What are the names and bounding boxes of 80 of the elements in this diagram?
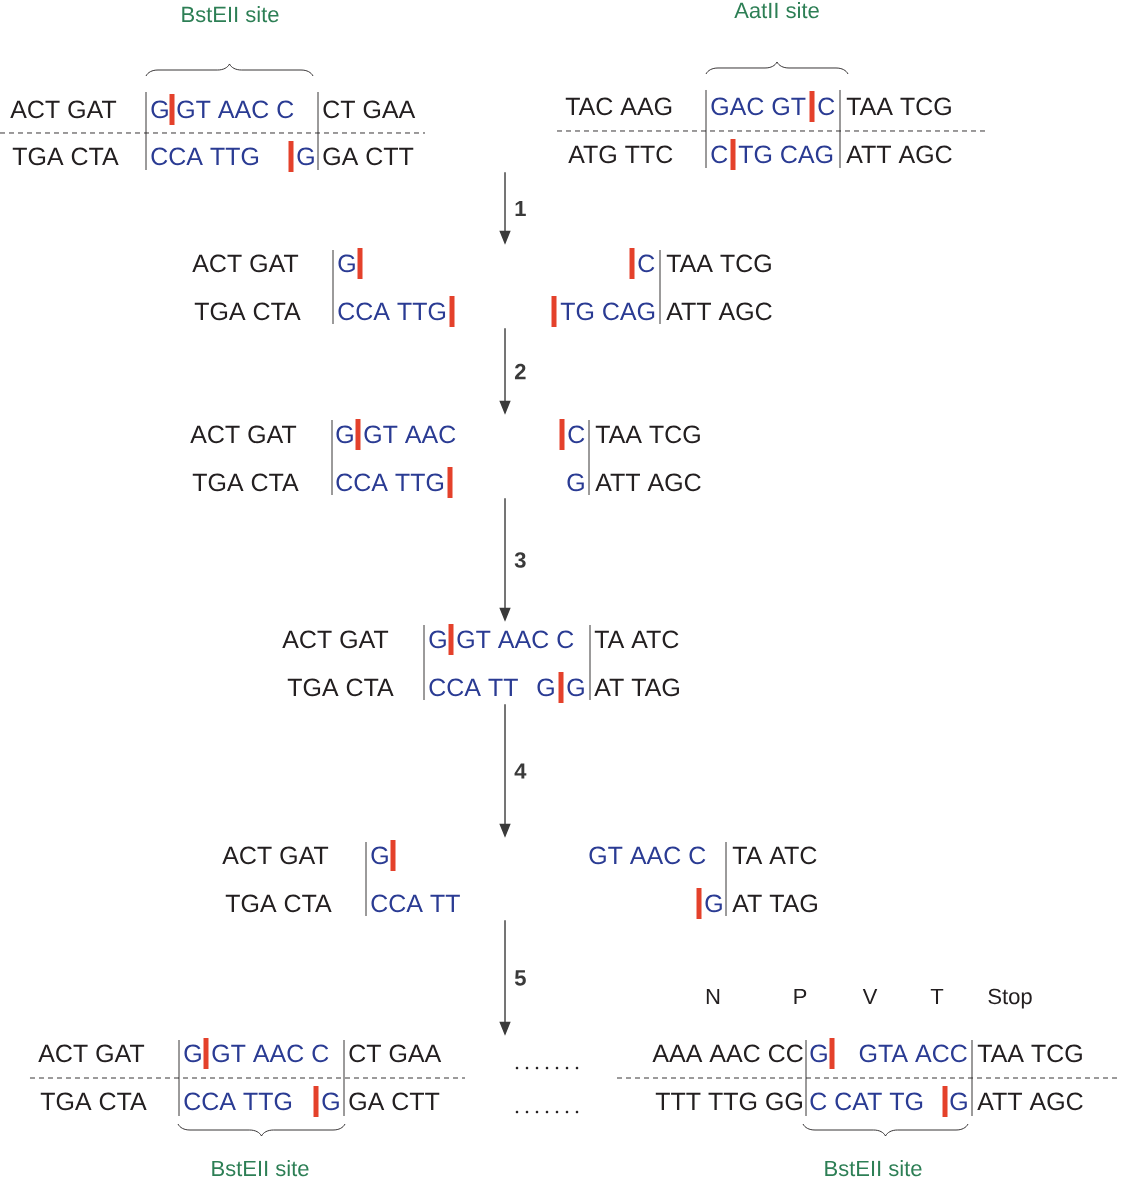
sequence-text: GA CTT xyxy=(349,1092,440,1111)
sequence-text: G xyxy=(184,1044,201,1063)
sequence-text: G xyxy=(297,147,314,166)
sequence-text: ATT AGC xyxy=(666,302,772,321)
sequence-text: ATT AGC xyxy=(595,473,701,492)
amino-acid-label: N xyxy=(706,988,720,1004)
sequence-text: TTT TTG GG xyxy=(655,1092,802,1111)
sequence-text: G xyxy=(322,1092,339,1111)
step-number: 3 xyxy=(514,552,526,568)
sequence-text: CCA TTG xyxy=(184,1092,292,1111)
sequence-text: GT AAC xyxy=(364,425,456,444)
sequence-text: TAA TCG xyxy=(846,97,951,116)
sequence-text: C xyxy=(818,97,835,116)
sequence-text: TG CAG xyxy=(560,302,655,321)
sequence-text: GA CTT xyxy=(323,147,414,166)
sequence-text: G xyxy=(950,1092,967,1111)
site-label: BstEII site xyxy=(212,1160,309,1177)
step-number: 1 xyxy=(515,200,526,217)
sequence-text: AT TAG xyxy=(594,678,679,697)
sequence-text: AT TAG xyxy=(732,894,817,913)
sequence-text: C xyxy=(711,145,728,164)
step-number: 5 xyxy=(514,970,526,986)
sequence-text: G xyxy=(567,678,584,697)
sequence-text: G xyxy=(429,630,446,649)
amino-acid-label: V xyxy=(862,988,878,1004)
amino-acid-label: P xyxy=(794,988,807,1004)
sequence-text: G xyxy=(371,846,388,865)
step-number: 2 xyxy=(515,363,526,380)
sequence-text: ATT AGC xyxy=(977,1092,1083,1111)
step-number: 4 xyxy=(514,763,527,779)
sequence-text: TGA CTA xyxy=(192,473,299,492)
sequence-text: G xyxy=(567,473,584,492)
sequence-text: TAC AAG xyxy=(565,97,672,116)
sequence-text: G xyxy=(537,678,554,697)
sequence-text: C CAT TG xyxy=(810,1092,923,1111)
sequence-text: C xyxy=(568,425,585,444)
sequence-text: TGA CTA xyxy=(40,1092,147,1111)
sequence-text: CT GAA xyxy=(323,100,416,119)
sequence-text: G xyxy=(151,100,168,119)
sequence-text: G xyxy=(338,254,355,273)
sequence-text: GT AAC C xyxy=(212,1044,329,1063)
sequence-text: ATT AGC xyxy=(846,145,952,164)
sequence-text: C xyxy=(638,254,655,273)
sequence-text: TA ATC xyxy=(732,846,817,865)
sequence-text: G xyxy=(705,894,722,913)
sequence-text: ACT GAT xyxy=(38,1044,145,1063)
sequence-text: TAA TCG xyxy=(977,1044,1082,1063)
amino-acid-label: Stop xyxy=(988,988,1032,1009)
sequence-text: CCA TT xyxy=(429,678,518,697)
sequence-text: GT AAC C xyxy=(589,846,706,865)
site-label: BstEII site xyxy=(182,6,279,23)
sequence-text: CCA TTG xyxy=(336,473,444,492)
sequence-text: GT AAC C xyxy=(457,630,574,649)
sequence-text: ACT GAT xyxy=(192,254,299,273)
sequence-text: CCA TTG xyxy=(338,302,446,321)
sequence-text: AAA AAC CC xyxy=(652,1044,803,1063)
sequence-text: GT AAC C xyxy=(177,100,294,119)
sequence-text: TGA CTA xyxy=(287,678,394,697)
sequence-text: ACT GAT xyxy=(10,100,117,119)
sequence-text: CCA TTG xyxy=(151,147,259,166)
sequence-text: ATG TTC xyxy=(568,145,673,164)
site-label: BstEII site xyxy=(825,1160,922,1177)
sequence-text: TGA CTA xyxy=(12,147,119,166)
sequence-text: G xyxy=(810,1044,827,1063)
sequence-text: G xyxy=(336,425,353,444)
amino-acid-label: T xyxy=(930,988,944,1004)
sequence-text: ACT GAT xyxy=(222,846,329,865)
sequence-text: TGA CTA xyxy=(225,894,332,913)
sequence-text: GAC GT xyxy=(711,97,806,116)
sequence-text: ACT GAT xyxy=(282,630,389,649)
sequence-text: GTA ACC xyxy=(859,1044,967,1063)
sequence-text: TA ATC xyxy=(594,630,679,649)
sequence-text: TG CAG xyxy=(738,145,833,164)
sequence-text: TGA CTA xyxy=(194,302,301,321)
sequence-text: CCA TT xyxy=(371,894,460,913)
site-label: AatII site xyxy=(734,2,819,19)
sequence-text: CT GAA xyxy=(349,1044,442,1063)
sequence-text: TAA TCG xyxy=(666,254,771,273)
sequence-text: ACT GAT xyxy=(190,425,297,444)
sequence-text: TAA TCG xyxy=(595,425,700,444)
